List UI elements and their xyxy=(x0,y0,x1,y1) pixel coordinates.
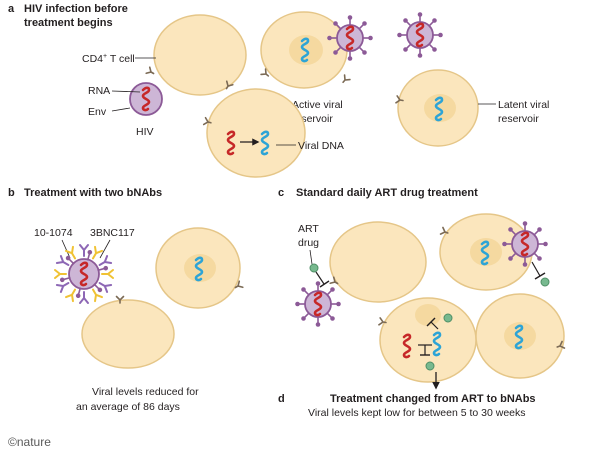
active-reservoir-label-line1: Active viral xyxy=(292,99,343,111)
art-drug-label-line2: drug xyxy=(298,237,319,249)
antibody-3bnc117-label: 3BNC117 xyxy=(90,227,135,239)
env-label: Env xyxy=(88,106,107,118)
panel-d-note: Viral levels kept low for between 5 to 3… xyxy=(308,407,526,419)
art-drug-molecule xyxy=(443,313,453,323)
panel-b: b Treatment with two bNAbs 10-1074 3BNC1… xyxy=(8,187,244,413)
cd4-label: CD4+ T cell xyxy=(82,53,135,65)
panel-a: a HIV infection before treatment begins … xyxy=(8,3,549,178)
cd4-t-cell xyxy=(145,14,247,96)
art-drug-blocking xyxy=(309,263,330,288)
hiv-label: HIV xyxy=(136,126,154,138)
active-reservoir-cell xyxy=(260,11,373,89)
panel-d-title: Treatment changed from ART to bNAbs xyxy=(330,393,536,405)
infected-cell xyxy=(378,297,477,383)
art-drug-molecule xyxy=(425,361,435,371)
panel-d-letter: d xyxy=(278,393,285,405)
inhibition-bar xyxy=(534,272,546,280)
hiv-virion xyxy=(295,281,341,327)
neutralized-virion xyxy=(54,244,114,304)
budding-virion xyxy=(502,221,548,267)
antibody-2-leader xyxy=(99,239,111,259)
panel-b-note-line2: an average of 86 days xyxy=(76,401,180,413)
active-reservoir-cell xyxy=(439,213,550,291)
panel-a-letter: a xyxy=(8,3,15,15)
panel-b-letter: b xyxy=(8,187,15,199)
panel-a-title-line1: HIV infection before xyxy=(24,3,128,15)
inhibition-bar xyxy=(319,280,330,288)
env-leader xyxy=(111,107,131,112)
latent-reservoir-label-line1: Latent viral xyxy=(498,99,549,111)
panel-b-title: Treatment with two bNAbs xyxy=(24,187,162,199)
latent-reservoir-cell xyxy=(155,227,244,309)
hiv-virion xyxy=(130,83,162,115)
rna-label: RNA xyxy=(88,85,110,97)
antibody-1-leader xyxy=(61,239,71,259)
cd4-t-cell xyxy=(329,221,427,303)
art-drug-leader xyxy=(309,249,313,265)
panel-d: d Treatment changed from ART to bNAbs Vi… xyxy=(278,393,536,419)
receptor xyxy=(339,74,351,86)
infected-cell xyxy=(202,88,306,178)
latent-reservoir-cell xyxy=(395,69,479,147)
inhibition-bar xyxy=(426,317,436,327)
panel-c-title: Standard daily ART drug treatment xyxy=(296,187,478,199)
panel-c: c Standard daily ART drug treatment ART … xyxy=(278,187,566,390)
latent-reservoir-cell xyxy=(475,293,566,379)
rna-leader xyxy=(111,90,141,93)
latent-reservoir-label-line2: reservoir xyxy=(498,113,539,125)
art-drug-label-line1: ART xyxy=(298,223,319,235)
inhibition-line xyxy=(315,271,325,285)
panel-b-note-line1: Viral levels reduced for xyxy=(92,386,199,398)
antibody-10-1074-label: 10-1074 xyxy=(34,227,73,239)
nature-credit: ©nature xyxy=(8,435,51,449)
hiv-virion xyxy=(397,12,443,58)
inhibition-line xyxy=(531,261,541,277)
inhibition-line xyxy=(430,321,439,330)
panel-a-title-line2: treatment begins xyxy=(24,17,113,29)
art-drug-molecule xyxy=(309,263,319,273)
art-drug-molecule xyxy=(540,277,550,287)
cd4-receptor xyxy=(145,66,157,78)
cd4-t-cell xyxy=(81,295,175,369)
budding-virion xyxy=(327,15,373,61)
panel-c-letter: c xyxy=(278,187,284,199)
viral-dna-label: Viral DNA xyxy=(298,140,344,152)
